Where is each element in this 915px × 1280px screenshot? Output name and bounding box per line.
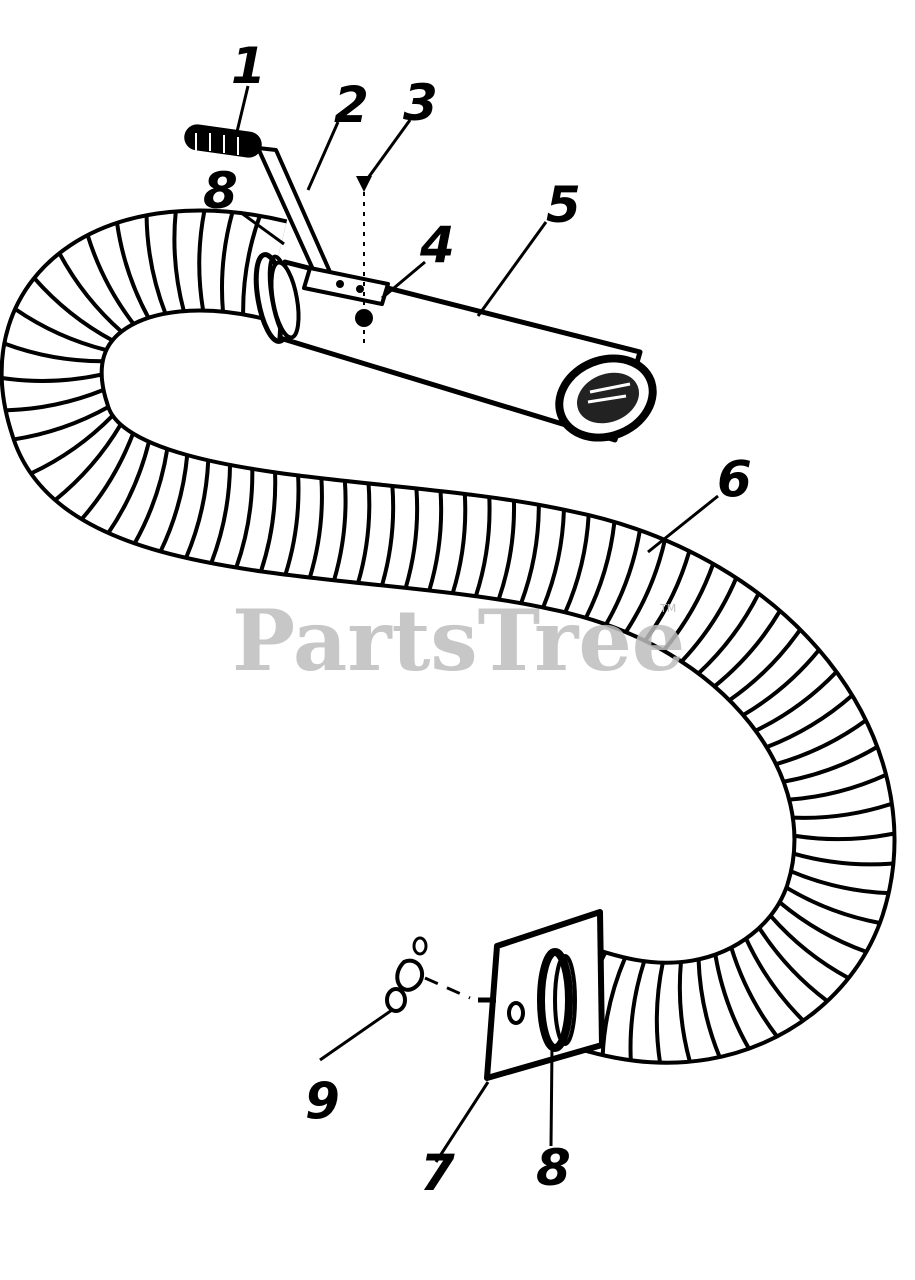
hose-rib — [496, 500, 517, 601]
hose-rib — [32, 276, 114, 343]
watermark-text: PartsTree — [232, 591, 685, 690]
hose-rib — [356, 483, 372, 584]
hose-rib — [790, 869, 889, 896]
hose-rib — [184, 460, 211, 559]
callout-6: 6 — [717, 450, 752, 508]
hose-rib — [624, 539, 667, 634]
callout-3: 3 — [403, 74, 438, 132]
hose-ribs — [1, 210, 895, 1063]
callouts: 1 2 3 4 5 6 7 8 8 9 — [203, 37, 752, 1202]
hose-rib — [519, 504, 541, 604]
hose-rib — [197, 210, 207, 311]
callout-1: 1 — [231, 37, 266, 95]
hose-rib — [783, 745, 879, 784]
hose-rib — [13, 405, 110, 442]
hose-rib — [713, 609, 782, 688]
hose-rib — [757, 926, 829, 1003]
callout-5: 5 — [546, 176, 581, 234]
hose-rib — [697, 592, 761, 675]
hose-rib — [3, 341, 103, 364]
hose-rib — [754, 670, 838, 733]
watermark: PartsTree TM — [232, 591, 685, 690]
hose-rib — [241, 215, 262, 315]
hose-rib — [778, 900, 868, 954]
hose-rib — [654, 962, 665, 1063]
callout-7: 7 — [420, 1144, 455, 1202]
hose-rib — [259, 472, 278, 572]
hose-rib — [677, 961, 692, 1063]
leader-lines — [234, 85, 719, 1163]
hose-rib — [628, 960, 647, 1061]
hose-rib — [53, 423, 123, 502]
hose-rib — [742, 648, 821, 717]
hose-rib — [380, 485, 396, 586]
hose-rib — [5, 388, 105, 413]
hose-rib — [584, 521, 617, 619]
lower-clamp — [537, 948, 577, 1052]
hose-rib — [728, 628, 802, 702]
hose-rib — [209, 464, 233, 564]
hose-rib — [744, 937, 805, 1023]
hose-rib — [57, 252, 123, 334]
hose-rib — [332, 480, 348, 581]
hose-rib — [662, 563, 716, 652]
hose-rib — [115, 222, 151, 319]
hose-rib — [427, 490, 444, 592]
hose-rib — [789, 772, 887, 802]
screw-and-nut — [355, 176, 373, 345]
hose-rib — [729, 946, 779, 1038]
callout-9: 9 — [305, 1072, 340, 1130]
hose-rib — [450, 493, 468, 594]
hose-rib — [541, 509, 566, 609]
hose-rib — [604, 529, 642, 626]
hose-rib — [283, 475, 301, 576]
hose-rib — [172, 211, 186, 312]
hose-rib — [158, 454, 190, 553]
callout-2: 2 — [334, 76, 369, 134]
hose-rib — [793, 851, 894, 867]
callout-4: 4 — [419, 216, 455, 274]
hose-rib — [768, 914, 850, 980]
hose-rib — [680, 577, 739, 663]
hose-rib — [765, 693, 854, 749]
hose-rib — [30, 414, 115, 476]
flex-hose — [0, 208, 897, 1065]
hose-rib — [403, 488, 420, 589]
hose-rib — [144, 215, 168, 315]
hose-rib — [775, 718, 868, 767]
hose-rib — [563, 514, 591, 614]
hose-rib — [80, 432, 135, 521]
hose-rib — [794, 831, 895, 842]
hose-rib — [85, 234, 136, 326]
hose-rib — [713, 954, 751, 1050]
callout-8-bottom: 8 — [536, 1139, 571, 1197]
handle — [184, 124, 390, 306]
hose-rib — [473, 497, 492, 597]
hose-rib — [696, 959, 722, 1058]
watermark-trademark: TM — [659, 602, 676, 615]
hose-rib — [234, 468, 255, 569]
hose-rib — [13, 307, 107, 353]
hose-rib — [220, 211, 235, 312]
hose-rib — [792, 801, 893, 820]
hose-rib — [785, 885, 881, 925]
wing-nut — [385, 936, 471, 1013]
hose-rib — [132, 448, 170, 545]
callout-8-top: 8 — [203, 162, 238, 220]
hose-rib — [1, 372, 103, 383]
hose-rib — [106, 441, 151, 535]
hose-rib — [643, 550, 692, 643]
hose-rib — [307, 478, 324, 579]
nozzle-tube — [269, 259, 657, 443]
